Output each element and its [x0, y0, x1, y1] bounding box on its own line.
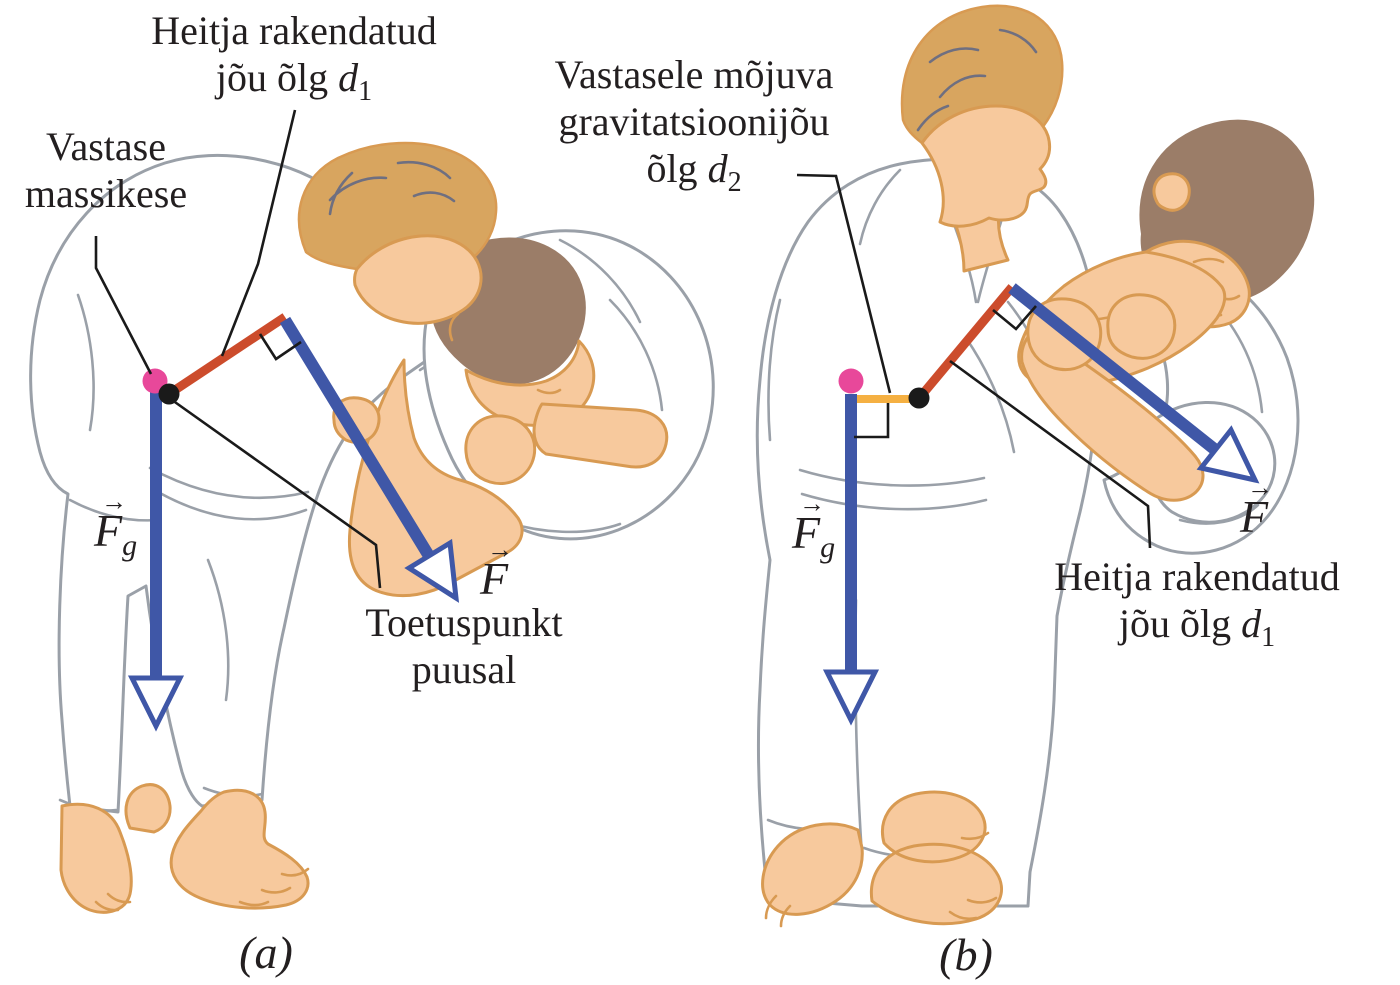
- force-applied-label-b: →F: [1240, 473, 1273, 542]
- leader-pivot-hip: [171, 398, 382, 589]
- label-line: õlg d2: [646, 145, 742, 198]
- label-opponent-center-of-mass: Vastase massikese: [25, 124, 187, 218]
- lever-arm-d1-b: [917, 284, 1016, 399]
- label-line: puusal: [411, 646, 517, 692]
- label-throw-lever-arm-right: Heitja rakendatud jõu õlg d1: [1054, 554, 1340, 653]
- leader-opponent-com: [94, 236, 153, 375]
- right-angle-mark-a: [258, 333, 302, 361]
- force-applied-arrowhead-b: [1196, 425, 1260, 484]
- label-line: Toetuspunkt: [365, 600, 563, 645]
- label-line: Heitja rakendatud: [1054, 554, 1340, 599]
- feet-b: [761, 790, 1003, 926]
- feet-a: [59, 783, 310, 914]
- label-line: jõu õlg d1: [1118, 600, 1276, 653]
- label-gravity-lever-arm: Vastasele mõjuva gravitatsioonijõu õlg d…: [554, 52, 834, 198]
- opponent-ear-b: [1152, 172, 1191, 212]
- label-line: gravitatsioonijõu: [558, 98, 830, 144]
- force-applied-shaft-b: [1008, 283, 1222, 457]
- right-angle-mark-b1: [992, 305, 1037, 331]
- scene-b: [755, 4, 1315, 928]
- label-throw-lever-arm-top: Heitja rakendatud jõu õlg d1: [151, 8, 437, 107]
- thrower-hair-strokes-a: [328, 160, 456, 216]
- panel-label-a: (a): [239, 927, 293, 978]
- force-gravity-arrowhead-b: [822, 669, 880, 726]
- leader-lever-d1-top: [220, 109, 297, 357]
- leader-lever-d1-right: [949, 359, 1152, 549]
- lever-arm-d1-a: [169, 313, 288, 396]
- pivot-dot-b: [908, 387, 930, 409]
- panel-label-b: (b): [939, 929, 993, 980]
- opponent-arm-b: [1020, 328, 1205, 502]
- label-line: Vastasele mõjuva: [554, 52, 834, 97]
- label-pivot-at-hip: Toetuspunkt puusal: [365, 600, 562, 694]
- leader-lever-d2: [796, 173, 892, 394]
- fists-b: [1026, 293, 1177, 371]
- label-line: jõu õlg d1: [215, 54, 373, 107]
- thrower-face-b: [920, 104, 1052, 228]
- opponent-arm-a: [347, 358, 524, 598]
- scene-a: [29, 109, 715, 914]
- label-line: Heitja rakendatud: [151, 8, 437, 53]
- pivot-dot-a: [158, 383, 180, 405]
- force-applied-label-a: →F: [480, 535, 513, 604]
- label-line: Vastase: [46, 124, 166, 169]
- thrower-face-a: [353, 234, 483, 325]
- toe-strokes-a: [94, 867, 310, 912]
- vector-arrow-icon: →: [799, 489, 825, 518]
- force-gravity-arrowhead-a: [127, 675, 185, 732]
- right-angle-mark-b2: [854, 403, 890, 439]
- force-applied-arrowhead-a: [404, 538, 460, 603]
- center-of-mass-dot-b: [838, 368, 864, 394]
- thrower-hair-strokes-b: [916, 28, 1038, 132]
- fists-a: [332, 396, 537, 485]
- toe-strokes-b: [764, 831, 998, 928]
- vector-arrow-icon: →: [487, 535, 513, 564]
- opponent-forearm-a: [532, 402, 669, 469]
- label-line: massikese: [24, 170, 188, 216]
- force-gravity-label-b: →Fg: [792, 489, 836, 564]
- force-gravity-label-a: →Fg: [94, 487, 138, 562]
- force-applied-shaft-a: [279, 316, 435, 560]
- vector-arrow-icon: →: [101, 487, 127, 516]
- vector-arrow-icon: →: [1247, 473, 1273, 502]
